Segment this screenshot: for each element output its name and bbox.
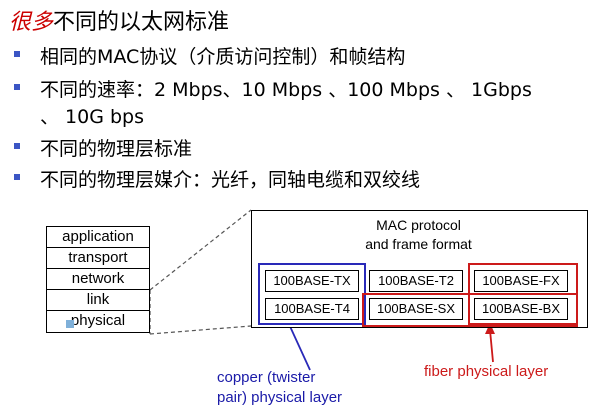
title-rest: 不同的以太网标准 <box>53 10 230 35</box>
layer-network: network <box>46 268 150 291</box>
bullet-continuation: 、 10G bps <box>40 106 144 128</box>
slide-title: 很多不同的以太网标准 <box>9 4 229 36</box>
bullet-marker-icon <box>14 143 20 149</box>
mac-protocol-label: MAC protocol and frame format <box>251 216 586 254</box>
std-100base-t4: 100BASE-T4 <box>265 298 359 320</box>
layer-transport: transport <box>46 247 150 270</box>
layer-link: link <box>46 289 150 312</box>
copper-caption-line-2: pair) physical layer <box>217 389 343 406</box>
std-100base-fx: 100BASE-FX <box>474 270 568 292</box>
copper-caption-line-1: copper (twister <box>217 369 316 386</box>
std-100base-t2: 100BASE-T2 <box>369 270 463 292</box>
bullet-text: 不同的物理层标准 <box>40 138 193 160</box>
layer-physical: physical <box>46 310 150 333</box>
cursor-marker-icon <box>66 320 74 328</box>
mac-line-2: and frame format <box>365 236 472 252</box>
bullet-text: 相同的MAC协议（介质访问控制）和帧结构 <box>40 46 406 68</box>
mac-line-1: MAC protocol <box>376 217 461 233</box>
std-100base-bx: 100BASE-BX <box>474 298 568 320</box>
layer-application: application <box>46 226 150 249</box>
fiber-group-frame-bottom <box>362 293 578 327</box>
copper-caption: copper (twister pair) physical layer <box>217 368 342 408</box>
bullet-text: 不同的物理层媒介：光纤，同轴电缆和双绞线 <box>40 169 421 191</box>
fiber-caption: fiber physical layer <box>424 363 549 380</box>
bullet-marker-icon <box>14 84 20 90</box>
title-emphasis: 很多 <box>9 10 54 35</box>
std-100base-tx: 100BASE-TX <box>265 270 359 292</box>
bullet-text: 不同的速率：2 Mbps、10 Mbps 、100 Mbps 、 1Gbps <box>40 79 532 101</box>
bullet-marker-icon <box>14 51 20 57</box>
std-100base-sx: 100BASE-SX <box>369 298 463 320</box>
bullet-marker-icon <box>14 174 20 180</box>
